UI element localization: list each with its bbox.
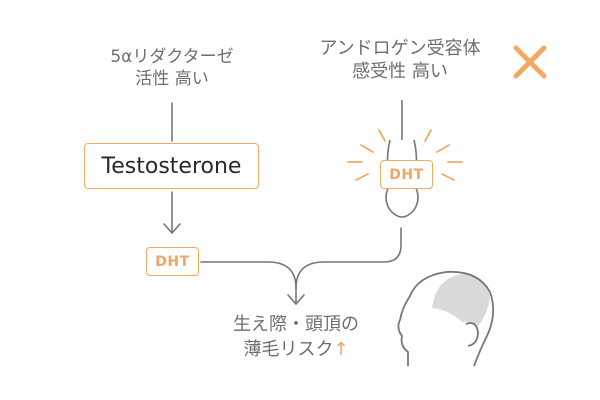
- reductase-label: 5αリダクターゼ 活性 高い: [72, 46, 272, 90]
- reductase-label-line2: 活性 高い: [135, 69, 209, 89]
- reductase-label-line1: 5αリダクターゼ: [110, 47, 234, 67]
- dht-box-right: DHT: [380, 160, 433, 189]
- arrow-up-icon: ↑: [333, 339, 349, 360]
- arrowhead-dht: [163, 223, 181, 235]
- testosterone-box: Testosterone: [84, 143, 259, 189]
- result-label-line2: 薄毛リスク↑: [196, 337, 396, 362]
- connector-follicle-merge: [295, 227, 402, 289]
- androgen-label: アンドロゲン受容体 感受性 高い: [300, 37, 500, 83]
- arrowhead-result: [287, 294, 305, 306]
- connector-dht-left-merge: [200, 261, 297, 289]
- result-label: 生え際・頭頂の 薄毛リスク↑: [196, 312, 396, 362]
- dht-box-left: DHT: [146, 247, 199, 276]
- result-label-line1: 生え際・頭頂の: [233, 314, 359, 335]
- result-label-text: 薄毛リスク: [243, 339, 334, 360]
- close-x-icon[interactable]: [508, 40, 552, 84]
- androgen-label-line2: 感受性 高い: [352, 61, 448, 82]
- androgen-label-line1: アンドロゲン受容体: [319, 38, 481, 59]
- bald-head-icon: [397, 270, 495, 367]
